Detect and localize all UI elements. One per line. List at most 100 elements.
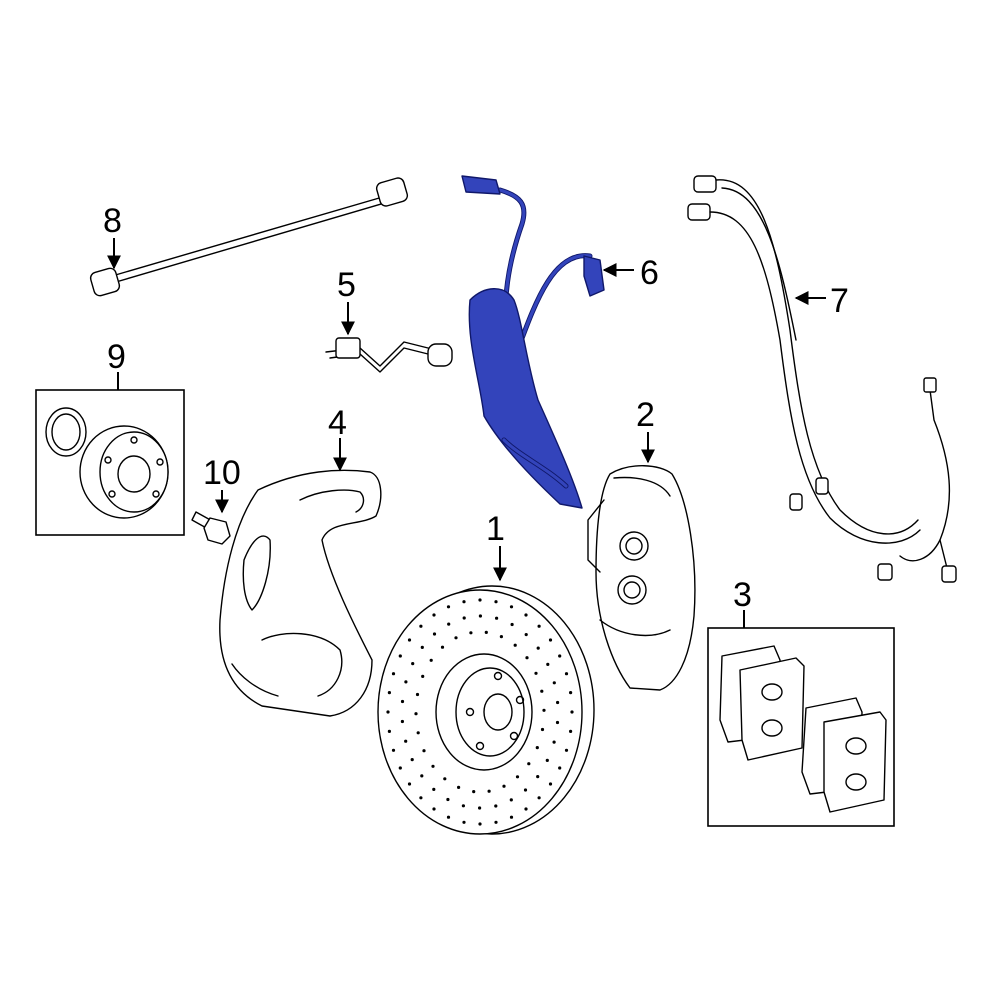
drill-hole <box>569 729 573 734</box>
drill-hole <box>564 748 569 752</box>
part-7-harness[interactable] <box>687 175 957 583</box>
drill-hole <box>552 681 556 685</box>
drill-hole <box>416 731 420 735</box>
part-3-pads-box[interactable] <box>707 627 895 827</box>
drill-hole <box>524 633 528 637</box>
drill-hole <box>432 632 437 636</box>
callout-10[interactable]: 10 <box>203 454 241 492</box>
drill-hole <box>454 636 458 640</box>
callout-3[interactable]: 3 <box>733 576 752 614</box>
drill-hole <box>447 622 451 626</box>
drill-hole <box>432 807 436 811</box>
drill-hole <box>546 662 550 667</box>
drill-hole <box>414 712 418 716</box>
drill-hole <box>446 815 451 819</box>
callout-arrows <box>107 238 826 628</box>
drill-hole <box>398 654 402 658</box>
drill-hole <box>461 804 465 808</box>
drill-hole <box>411 662 415 666</box>
drill-hole <box>431 764 435 768</box>
callout-labels: 1 2 3 4 5 6 7 8 9 10 <box>103 202 849 614</box>
drill-hole <box>398 766 402 770</box>
drill-hole <box>555 720 560 725</box>
drill-hole <box>499 635 503 639</box>
drill-hole <box>548 638 553 642</box>
callout-2[interactable]: 2 <box>636 396 655 434</box>
drill-hole <box>478 822 482 826</box>
drill-hole <box>558 766 562 770</box>
drill-hole <box>420 774 424 778</box>
drill-hole <box>509 605 514 609</box>
drill-hole <box>419 624 423 628</box>
drill-hole <box>525 656 529 660</box>
drill-hole <box>548 782 553 786</box>
drill-hole <box>457 785 461 790</box>
drill-hole <box>407 782 412 786</box>
drill-hole <box>510 622 514 627</box>
drill-hole <box>558 654 562 658</box>
callout-8[interactable]: 8 <box>103 202 122 240</box>
drill-hole <box>404 680 408 684</box>
drill-hole <box>387 729 391 734</box>
drill-hole <box>502 784 506 788</box>
part-8-wear-sensor[interactable] <box>89 177 409 298</box>
drill-hole <box>542 708 546 712</box>
callout-1[interactable]: 1 <box>486 510 505 548</box>
callout-6[interactable]: 6 <box>640 254 659 292</box>
drill-hole <box>487 789 491 793</box>
drill-hole <box>534 671 538 675</box>
callout-9[interactable]: 9 <box>107 338 126 376</box>
drill-hole <box>545 758 549 763</box>
drill-hole <box>400 699 405 704</box>
drill-hole <box>523 788 528 792</box>
drill-hole <box>422 749 426 753</box>
callout-7[interactable]: 7 <box>830 282 849 320</box>
drill-hole <box>509 815 514 819</box>
drill-hole <box>429 658 433 662</box>
callout-5[interactable]: 5 <box>337 266 356 304</box>
drill-hole <box>537 624 541 628</box>
part-1-brake-disc[interactable] <box>377 585 595 835</box>
drill-hole <box>386 710 390 714</box>
drill-hole <box>432 787 436 792</box>
drill-hole <box>446 605 451 609</box>
drill-hole <box>535 746 539 750</box>
part-9-hub-box[interactable] <box>35 389 185 536</box>
drill-hole <box>472 790 476 794</box>
drill-hole <box>462 600 466 604</box>
part-10-bolt[interactable] <box>191 511 231 545</box>
drill-hole <box>387 691 391 695</box>
callout-4[interactable]: 4 <box>328 404 347 442</box>
drill-hole <box>419 796 423 800</box>
drill-hole <box>432 613 436 617</box>
drill-hole <box>552 740 556 744</box>
drill-hole <box>391 748 396 752</box>
drill-hole <box>524 807 528 811</box>
drill-hole <box>536 775 540 779</box>
drill-hole <box>410 758 414 762</box>
drill-hole <box>415 692 420 697</box>
drill-hole <box>462 616 466 620</box>
drill-hole <box>509 798 513 802</box>
drill-hole <box>478 614 482 618</box>
drill-hole <box>446 797 450 802</box>
drill-hole <box>440 645 445 649</box>
part-2-caliper[interactable] <box>587 465 696 691</box>
drill-hole <box>513 643 517 647</box>
drill-hole <box>400 719 404 724</box>
part-6-speed-sensor-harness[interactable] <box>461 175 605 509</box>
drill-hole <box>478 806 482 810</box>
part-5-sensor[interactable] <box>325 337 453 373</box>
drill-hole <box>391 672 396 676</box>
drill-hole <box>537 796 541 800</box>
drill-hole <box>420 645 424 650</box>
drill-hole <box>462 820 466 824</box>
drill-hole <box>421 674 425 679</box>
part-4-splash-shield[interactable] <box>219 469 382 717</box>
drill-hole <box>494 600 498 604</box>
drill-hole <box>536 646 540 650</box>
drill-hole <box>556 700 560 705</box>
drill-hole <box>495 616 499 620</box>
